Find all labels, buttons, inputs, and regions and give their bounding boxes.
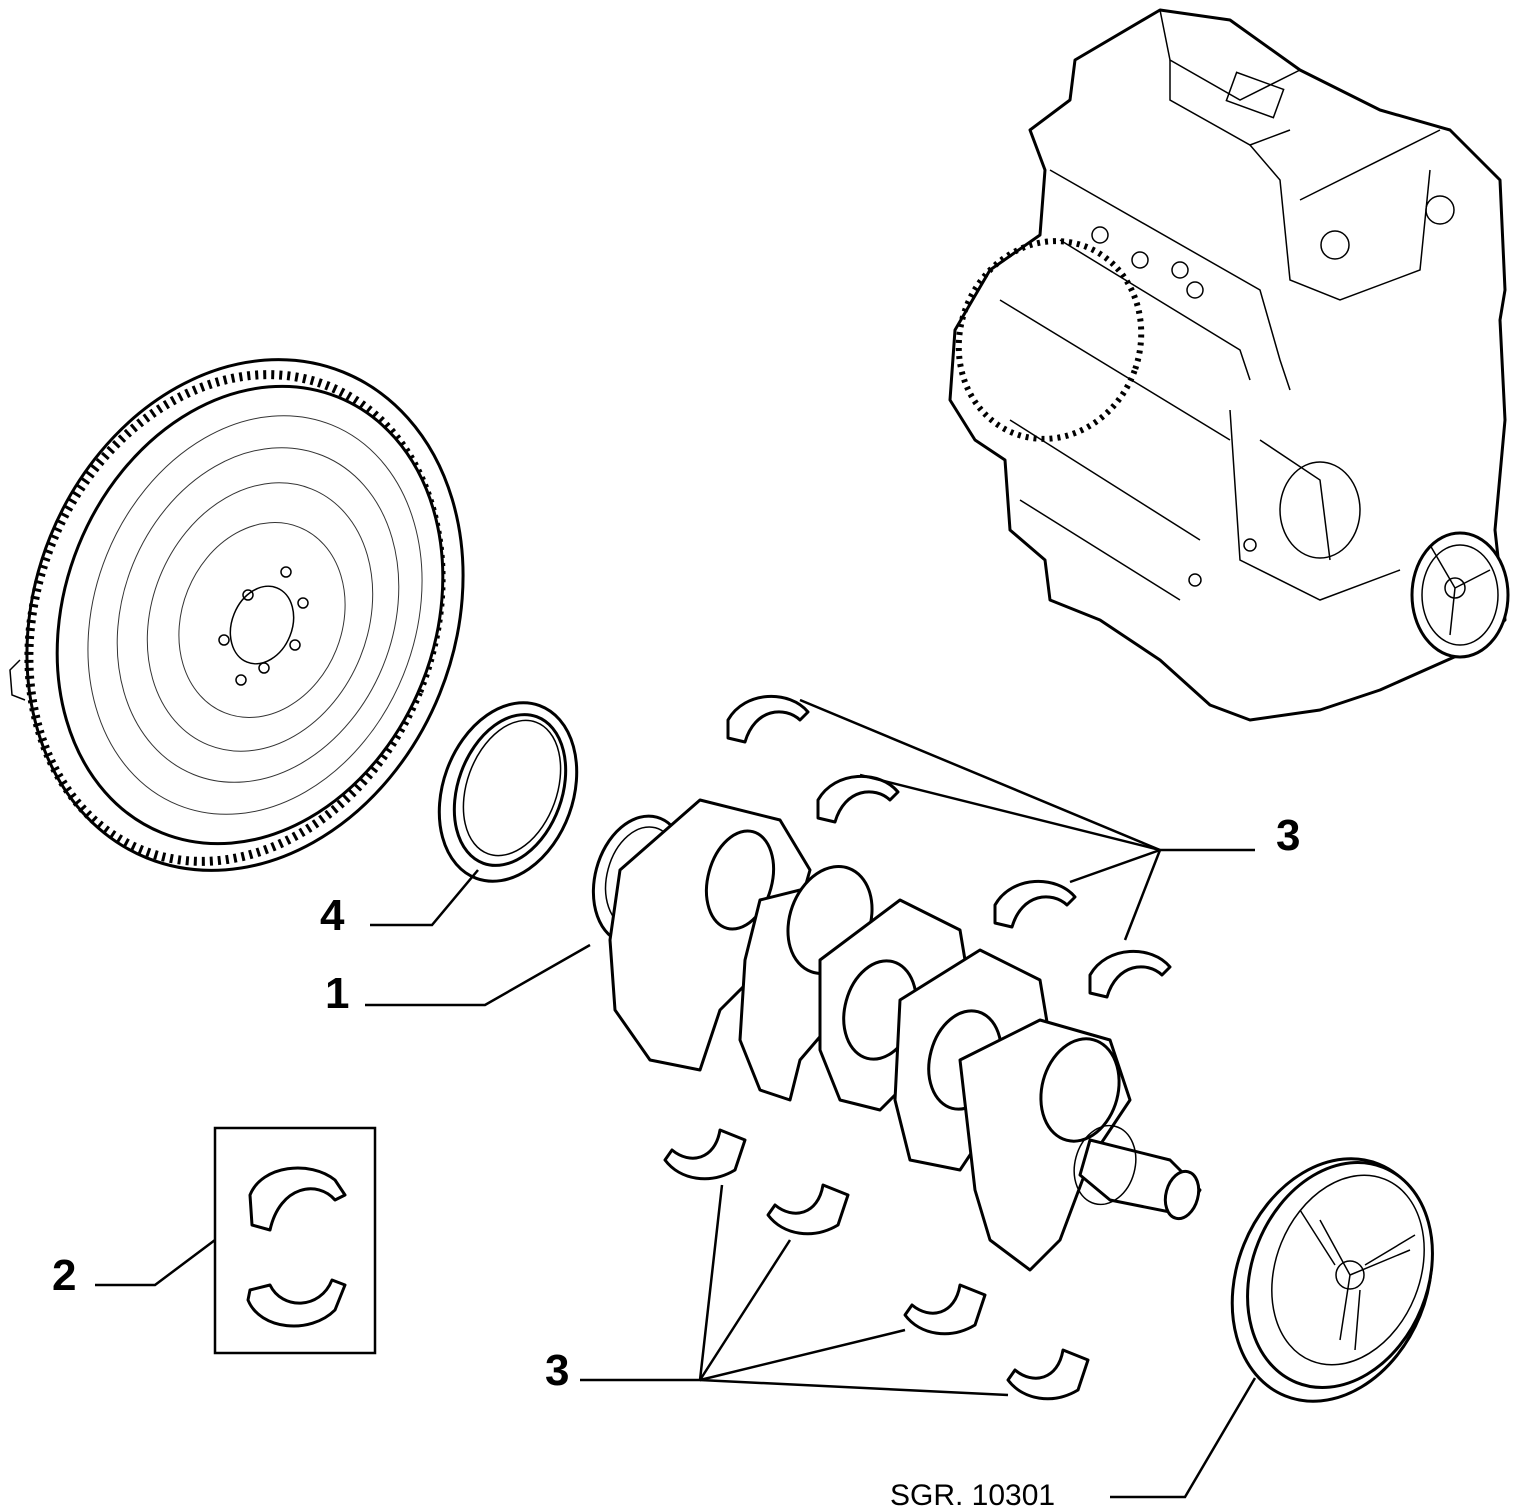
callout-3-upper: 3	[1276, 811, 1300, 860]
bearing-shell-icon	[726, 694, 810, 744]
oil-seal-icon	[437, 701, 579, 883]
bearing-shell-icon	[1006, 1348, 1090, 1401]
callout-1: 1	[325, 969, 349, 1018]
callout-2: 2	[52, 1251, 76, 1300]
leader-lines	[95, 698, 1257, 1499]
engine-block-icon	[948, 8, 1510, 722]
thrust-bearing-icon	[246, 1166, 347, 1328]
bearing-shell-icon	[766, 1183, 850, 1236]
callout-4: 4	[320, 891, 345, 940]
pulley-icon	[1230, 1157, 1434, 1403]
crankshaft-icon	[591, 798, 1202, 1272]
bearing-shell-icon	[816, 774, 900, 824]
bearing-shell-icon	[663, 1128, 747, 1181]
bearing-shell-icon	[993, 879, 1077, 929]
reference-code: SGR. 10301	[890, 1479, 1055, 1507]
bearing-shell-icon	[1088, 949, 1172, 999]
flywheel-icon	[9, 358, 465, 872]
callout-3-lower: 3	[545, 1346, 569, 1395]
bearing-shells-lower	[663, 1128, 1090, 1401]
bearing-shells-upper	[726, 694, 1172, 999]
bearing-shell-icon	[903, 1283, 987, 1336]
